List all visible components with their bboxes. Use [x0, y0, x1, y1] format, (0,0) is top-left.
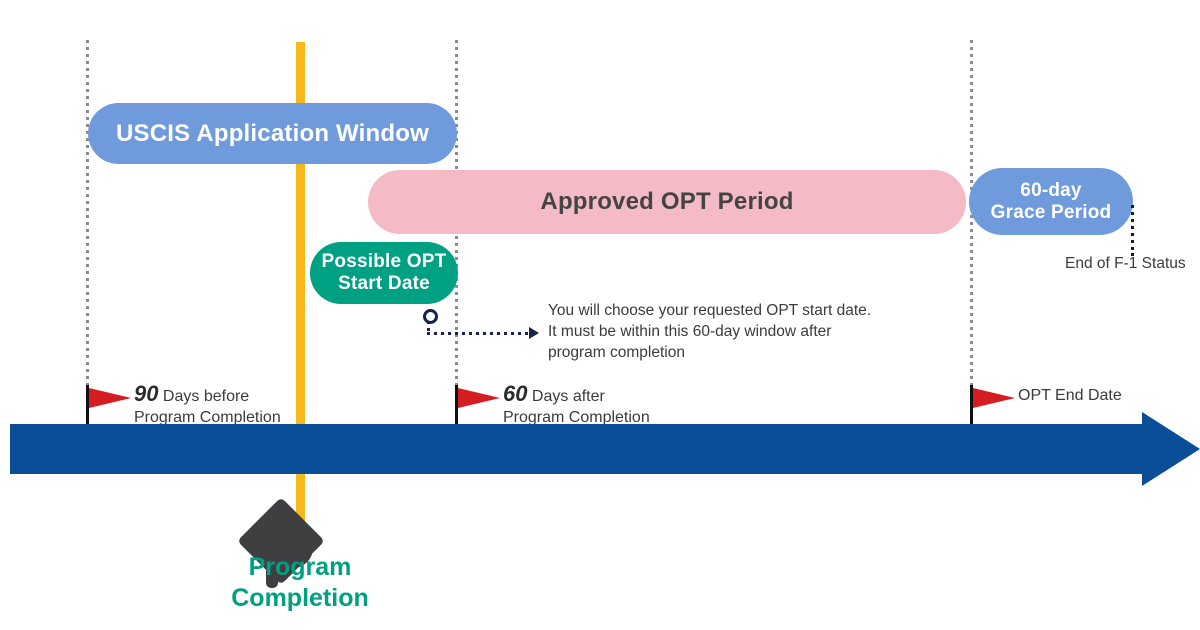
marker-label: 90 Days before Program Completion	[134, 383, 281, 428]
flag-icon	[973, 388, 1015, 408]
phase-uscis-application-window[interactable]: USCIS Application Window	[88, 103, 457, 164]
marker-subtext: Program Completion	[134, 409, 281, 426]
phase-label-line1: Possible OPT	[321, 251, 447, 272]
marker-text: Days after	[527, 388, 605, 405]
callout-text-line2: It must be within this 60-day window aft…	[548, 323, 832, 340]
program-completion-line	[296, 42, 305, 522]
marker-number: 90	[134, 381, 159, 406]
guide-line-60-days	[455, 40, 458, 430]
marker-label: 60 Days after Program Completion	[503, 383, 650, 428]
callout-leader-vertical	[427, 321, 430, 335]
callout-arrow-icon	[529, 327, 539, 339]
flag-icon	[458, 388, 500, 408]
flag-icon	[89, 388, 131, 408]
callout-anchor-dot	[423, 309, 438, 324]
callout-text-line3: program completion	[548, 344, 685, 361]
phase-grace-period[interactable]: 60-day Grace Period	[969, 168, 1133, 235]
phase-label-line1: 60-day	[1020, 179, 1082, 201]
guide-line-90-days	[86, 40, 89, 430]
phase-possible-opt-start-date[interactable]: Possible OPT Start Date	[310, 242, 458, 304]
marker-number: 60	[503, 381, 528, 406]
flag-pole	[455, 385, 458, 440]
timeline-arrow-icon	[1142, 412, 1200, 486]
marker-text: Days before	[158, 388, 250, 405]
callout-leader-horizontal	[427, 332, 531, 335]
marker-label: OPT End Date	[1018, 385, 1122, 406]
marker-subtext: Program Completion	[503, 409, 650, 426]
marker-text: OPT End Date	[1018, 387, 1122, 404]
phase-approved-opt-period[interactable]: Approved OPT Period	[368, 170, 966, 234]
phase-label: USCIS Application Window	[115, 119, 429, 147]
program-completion-line2: Completion	[231, 584, 369, 612]
cap-tassel-cord	[271, 534, 274, 570]
flag-pole	[970, 385, 973, 440]
end-of-f1-connector	[1131, 205, 1134, 253]
timeline-bar	[10, 424, 1142, 474]
guide-line-opt-end	[970, 40, 973, 430]
phase-label-line2: Start Date	[338, 273, 430, 294]
phase-label: Approved OPT Period	[540, 188, 794, 215]
cap-tassel	[266, 566, 278, 588]
flag-pole	[86, 385, 89, 440]
callout-text-line1: You will choose your requested OPT start…	[548, 302, 872, 319]
program-completion-line1: Program	[248, 553, 352, 581]
end-of-f1-status-label: End of F-1 Status	[1065, 255, 1186, 272]
phase-label-line2: Grace Period	[990, 201, 1112, 223]
end-of-f1-connector-hook	[1131, 253, 1134, 256]
program-completion-label: Program Completion	[180, 552, 420, 614]
